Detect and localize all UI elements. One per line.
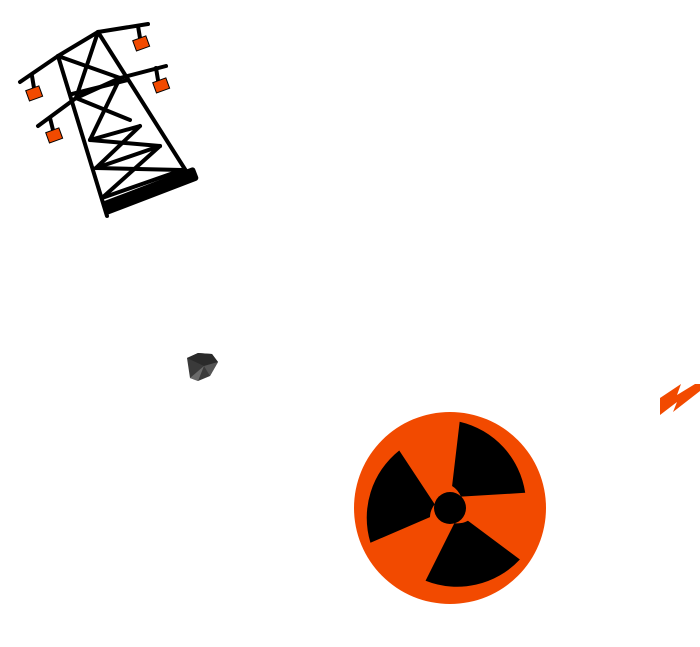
radiation-icon xyxy=(354,412,546,604)
lightning-icon xyxy=(660,384,700,415)
pylon-icon xyxy=(18,22,199,218)
coal-icon xyxy=(187,353,218,381)
